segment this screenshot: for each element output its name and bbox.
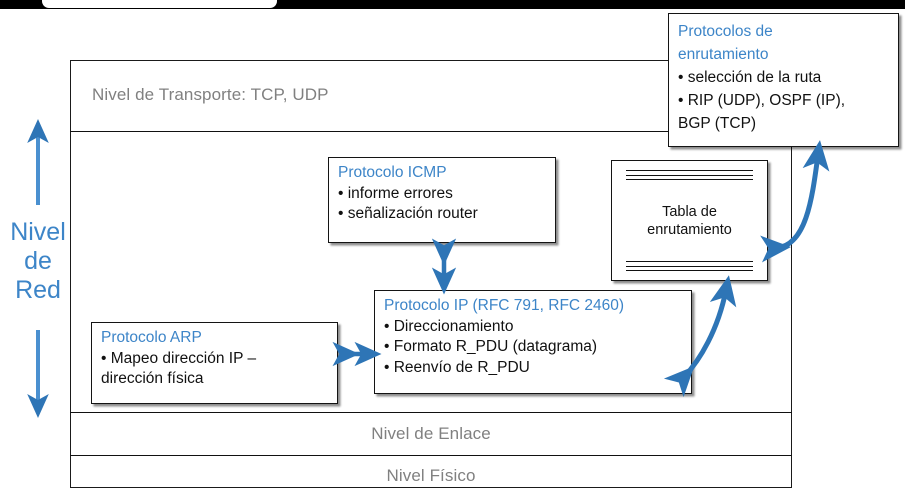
callout-routing-protocols: Protocolos de enrutamiento • selección d… — [668, 13, 899, 147]
rule-line — [626, 170, 753, 171]
nivel-de-red-line2: de — [24, 247, 52, 275]
routing-protocols-title-line2: enrutamiento — [678, 46, 769, 63]
nivel-de-red-line3: Red — [15, 276, 61, 304]
routing-protocols-bullet-1: • selección de la ruta — [678, 69, 822, 86]
icmp-title: Protocolo ICMP — [338, 164, 447, 181]
ip-bullet-1: • Direccionamiento — [384, 317, 514, 335]
routing-protocols-bullet-3: BGP (TCP) — [678, 115, 757, 132]
layer-label-transporte: Nivel de Transporte: TCP, UDP — [92, 85, 329, 104]
icmp-bullet-1: • informe errores — [338, 184, 453, 202]
rule-line — [626, 265, 753, 267]
routing-protocols-bullet-2: • RIP (UDP), OSPF (IP), — [678, 92, 846, 109]
ip-title: Protocolo IP (RFC 791, RFC 2460) — [384, 297, 625, 314]
arp-bullet-1: • Mapeo dirección IP – — [101, 349, 257, 367]
top-notch — [42, 0, 277, 8]
rule-line — [626, 270, 753, 271]
layer-label-fisico: Nivel Físico — [386, 466, 476, 485]
rule-line — [626, 261, 753, 262]
rule-line — [626, 179, 753, 180]
routing-table-rules-bottom — [626, 261, 753, 271]
ip-bullet-3: • Reenvío de R_PDU — [384, 358, 530, 376]
arp-bullet-2: dirección física — [101, 370, 204, 387]
routing-table-document: Tabla de enrutamiento — [611, 160, 768, 281]
protocol-stack-outline — [70, 60, 792, 488]
callout-ip: Protocolo IP (RFC 791, RFC 2460) • Direc… — [374, 290, 692, 394]
callout-icmp: Protocolo ICMP • informe errores • señal… — [328, 157, 556, 243]
top-black-strip — [0, 0, 905, 9]
divider-enlace — [70, 412, 792, 413]
routing-table-caption-line2: enrutamiento — [647, 221, 732, 238]
routing-table-caption-line1: Tabla de — [662, 203, 717, 220]
layer-label-enlace: Nivel de Enlace — [371, 424, 491, 443]
arp-title: Protocolo ARP — [101, 329, 202, 346]
rule-line — [626, 174, 753, 176]
divider-transport — [70, 131, 792, 132]
routing-table-caption: Tabla de enrutamiento — [626, 203, 753, 239]
ip-bullet-2: • Formato R_PDU (datagrama) — [384, 338, 598, 355]
divider-fisico — [70, 455, 792, 456]
nivel-de-red-line1: Nivel — [10, 218, 66, 246]
routing-protocols-title-line1: Protocolos de — [678, 23, 773, 40]
nivel-de-red-label: Nivel de Red — [6, 218, 70, 305]
callout-arp: Protocolo ARP • Mapeo dirección IP – dir… — [91, 322, 338, 404]
icmp-bullet-2: • señalización router — [338, 205, 478, 222]
routing-table-rules-top — [626, 170, 753, 180]
